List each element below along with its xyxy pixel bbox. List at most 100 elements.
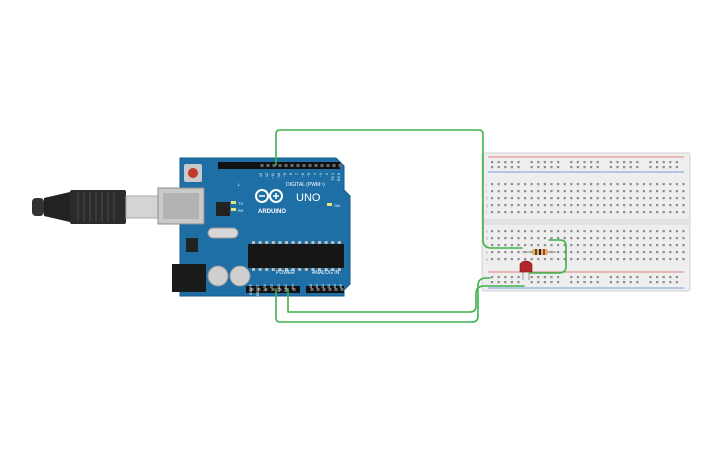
arduino-uno-board[interactable]: ARDUINO UNO DIGITAL (PWM~) POWER ANALOG … bbox=[157, 157, 351, 297]
breadboard-hole[interactable] bbox=[550, 166, 553, 169]
breadboard-hole[interactable] bbox=[609, 190, 612, 193]
breadboard-hole[interactable] bbox=[682, 251, 685, 254]
breadboard-hole[interactable] bbox=[510, 230, 513, 233]
breadboard-hole[interactable] bbox=[537, 211, 540, 214]
breadboard-hole[interactable] bbox=[603, 197, 606, 200]
breadboard-hole[interactable] bbox=[497, 183, 500, 186]
breadboard-hole[interactable] bbox=[583, 281, 586, 284]
breadboard-hole[interactable] bbox=[590, 244, 593, 247]
breadboard-hole[interactable] bbox=[596, 281, 599, 284]
breadboard-hole[interactable] bbox=[583, 237, 586, 240]
breadboard-hole[interactable] bbox=[669, 251, 672, 254]
wire-gnd-to-breadboard[interactable] bbox=[287, 285, 525, 313]
header-pin-hole[interactable] bbox=[302, 164, 306, 167]
breadboard-hole[interactable] bbox=[557, 251, 560, 254]
breadboard-hole[interactable] bbox=[596, 211, 599, 214]
breadboard-hole[interactable] bbox=[616, 244, 619, 247]
breadboard-hole[interactable] bbox=[563, 197, 566, 200]
breadboard-hole[interactable] bbox=[550, 258, 553, 261]
breadboard-hole[interactable] bbox=[682, 211, 685, 214]
breadboard-hole[interactable] bbox=[524, 204, 527, 207]
breadboard-hole[interactable] bbox=[636, 258, 639, 261]
breadboard-hole[interactable] bbox=[504, 237, 507, 240]
breadboard-hole[interactable] bbox=[570, 197, 573, 200]
breadboard-hole[interactable] bbox=[623, 251, 626, 254]
breadboard-hole[interactable] bbox=[543, 230, 546, 233]
breadboard-hole[interactable] bbox=[530, 183, 533, 186]
breadboard-hole[interactable] bbox=[590, 197, 593, 200]
breadboard-hole[interactable] bbox=[603, 230, 606, 233]
header-pin-hole[interactable] bbox=[308, 164, 312, 167]
breadboard-hole[interactable] bbox=[675, 244, 678, 247]
breadboard-hole[interactable] bbox=[616, 190, 619, 193]
breadboard-hole[interactable] bbox=[497, 237, 500, 240]
breadboard-hole[interactable] bbox=[491, 166, 494, 169]
breadboard-hole[interactable] bbox=[543, 204, 546, 207]
breadboard-hole[interactable] bbox=[642, 230, 645, 233]
breadboard-hole[interactable] bbox=[629, 183, 632, 186]
breadboard-hole[interactable] bbox=[530, 244, 533, 247]
breadboard-hole[interactable] bbox=[636, 237, 639, 240]
breadboard-hole[interactable] bbox=[550, 230, 553, 233]
breadboard-hole[interactable] bbox=[510, 258, 513, 261]
breadboard-hole[interactable] bbox=[603, 258, 606, 261]
breadboard-hole[interactable] bbox=[583, 276, 586, 279]
breadboard-hole[interactable] bbox=[563, 204, 566, 207]
breadboard-hole[interactable] bbox=[557, 244, 560, 247]
breadboard-hole[interactable] bbox=[583, 211, 586, 214]
breadboard-hole[interactable] bbox=[623, 276, 626, 279]
breadboard-hole[interactable] bbox=[517, 276, 520, 279]
breadboard-hole[interactable] bbox=[623, 204, 626, 207]
breadboard-hole[interactable] bbox=[576, 276, 579, 279]
breadboard-hole[interactable] bbox=[557, 237, 560, 240]
breadboard-hole[interactable] bbox=[537, 244, 540, 247]
breadboard-hole[interactable] bbox=[563, 230, 566, 233]
breadboard-hole[interactable] bbox=[576, 258, 579, 261]
breadboard-hole[interactable] bbox=[550, 211, 553, 214]
breadboard-hole[interactable] bbox=[557, 281, 560, 284]
breadboard-hole[interactable] bbox=[649, 161, 652, 164]
breadboard-hole[interactable] bbox=[636, 197, 639, 200]
breadboard-hole[interactable] bbox=[669, 204, 672, 207]
breadboard-hole[interactable] bbox=[682, 258, 685, 261]
breadboard-hole[interactable] bbox=[550, 244, 553, 247]
breadboard-hole[interactable] bbox=[616, 161, 619, 164]
breadboard-hole[interactable] bbox=[669, 211, 672, 214]
breadboard-hole[interactable] bbox=[649, 281, 652, 284]
breadboard-hole[interactable] bbox=[662, 281, 665, 284]
breadboard-hole[interactable] bbox=[570, 237, 573, 240]
breadboard-hole[interactable] bbox=[537, 237, 540, 240]
breadboard-hole[interactable] bbox=[623, 161, 626, 164]
breadboard-hole[interactable] bbox=[504, 251, 507, 254]
breadboard-hole[interactable] bbox=[616, 204, 619, 207]
breadboard-hole[interactable] bbox=[497, 251, 500, 254]
breadboard-hole[interactable] bbox=[491, 237, 494, 240]
breadboard-hole[interactable] bbox=[675, 183, 678, 186]
breadboard-hole[interactable] bbox=[662, 237, 665, 240]
breadboard-hole[interactable] bbox=[675, 190, 678, 193]
breadboard-hole[interactable] bbox=[609, 251, 612, 254]
breadboard-hole[interactable] bbox=[570, 281, 573, 284]
breadboard-hole[interactable] bbox=[570, 230, 573, 233]
breadboard-hole[interactable] bbox=[656, 190, 659, 193]
breadboard-hole[interactable] bbox=[550, 281, 553, 284]
breadboard-hole[interactable] bbox=[609, 166, 612, 169]
breadboard-hole[interactable] bbox=[550, 276, 553, 279]
breadboard-hole[interactable] bbox=[636, 281, 639, 284]
breadboard-hole[interactable] bbox=[636, 166, 639, 169]
breadboard-hole[interactable] bbox=[517, 251, 520, 254]
breadboard-hole[interactable] bbox=[510, 190, 513, 193]
breadboard-hole[interactable] bbox=[563, 211, 566, 214]
header-pin-hole[interactable] bbox=[260, 164, 264, 167]
breadboard-hole[interactable] bbox=[656, 258, 659, 261]
breadboard-hole[interactable] bbox=[583, 204, 586, 207]
header-pin-hole[interactable] bbox=[322, 288, 326, 291]
breadboard-hole[interactable] bbox=[590, 258, 593, 261]
breadboard-hole[interactable] bbox=[669, 190, 672, 193]
breadboard-hole[interactable] bbox=[543, 276, 546, 279]
breadboard-hole[interactable] bbox=[642, 237, 645, 240]
breadboard-hole[interactable] bbox=[609, 244, 612, 247]
breadboard-hole[interactable] bbox=[669, 161, 672, 164]
